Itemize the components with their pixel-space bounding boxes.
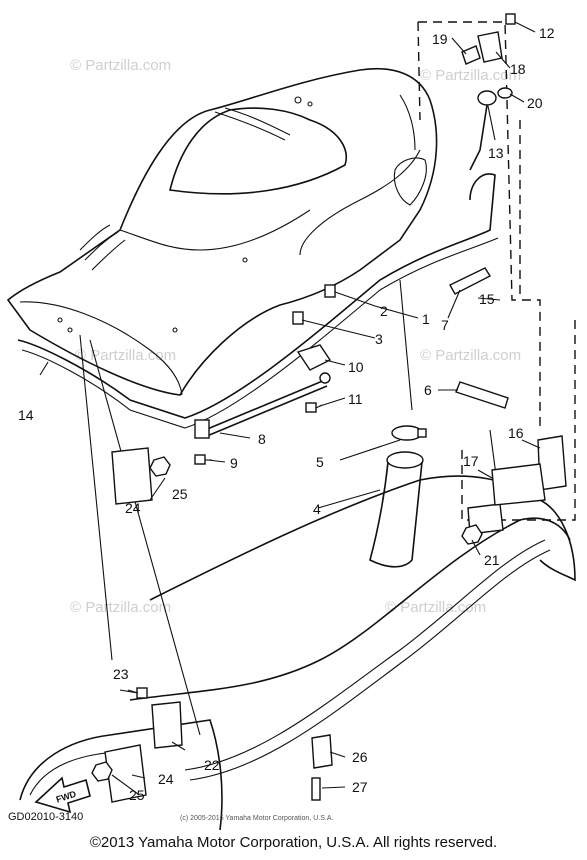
callout-3: 3 bbox=[375, 331, 383, 347]
callout-14: 14 bbox=[18, 407, 34, 423]
latch-plate-18 bbox=[477, 31, 503, 63]
callout-13: 13 bbox=[488, 145, 504, 161]
hull-stern bbox=[539, 499, 576, 582]
callout-9: 9 bbox=[230, 455, 238, 471]
callout-24: 24 bbox=[125, 500, 141, 516]
seat-assembly bbox=[6, 68, 438, 396]
watermark: © Partzilla.com bbox=[420, 347, 521, 364]
hull-bow-edge bbox=[29, 751, 116, 796]
hull-upper-deck bbox=[149, 475, 541, 601]
drawing-code: GD02010-3140 bbox=[8, 811, 83, 823]
callout-25: 25 bbox=[129, 787, 145, 803]
hull-bow bbox=[19, 719, 223, 831]
callout-5: 5 bbox=[316, 454, 324, 470]
callout-10: 10 bbox=[348, 359, 364, 375]
washer-20 bbox=[497, 87, 513, 99]
air-duct bbox=[369, 451, 424, 568]
nut-25-upper bbox=[149, 456, 171, 477]
hull-gunwale-trim bbox=[184, 539, 546, 771]
callout-2: 2 bbox=[380, 303, 388, 319]
callout-17: 17 bbox=[463, 453, 479, 469]
pad bbox=[455, 381, 509, 409]
watermark: © Partzilla.com bbox=[70, 599, 171, 616]
latch-bolt-12 bbox=[505, 13, 516, 25]
callout-1: 1 bbox=[422, 311, 430, 327]
callout-18: 18 bbox=[510, 61, 526, 77]
callout-21: 21 bbox=[484, 552, 500, 568]
callout-20: 20 bbox=[527, 95, 543, 111]
small-copyright: (c) 2005-2016 Yamaha Motor Corporation, … bbox=[180, 815, 333, 822]
callout-26: 26 bbox=[352, 749, 368, 765]
hinge-22 bbox=[151, 701, 183, 749]
callout-22: 22 bbox=[204, 757, 220, 773]
watermark: © Partzilla.com bbox=[70, 57, 171, 74]
callout-19: 19 bbox=[432, 31, 448, 47]
callout-11: 11 bbox=[348, 391, 363, 407]
fwd-arrow-icon: FWD bbox=[34, 776, 91, 814]
strap bbox=[449, 267, 491, 295]
guide-line bbox=[89, 339, 201, 736]
leader-lines bbox=[39, 21, 541, 795]
nut-25-lower bbox=[91, 761, 113, 782]
watermark: © Partzilla.com bbox=[385, 599, 486, 616]
watermark: © Partzilla.com bbox=[420, 67, 521, 84]
footer-copyright: ©2013 Yamaha Motor Corporation, U.S.A. A… bbox=[89, 834, 498, 851]
hook-13 bbox=[469, 90, 497, 171]
bolt-23 bbox=[119, 687, 148, 699]
grommet-2 bbox=[324, 284, 336, 298]
seat-bracket bbox=[194, 372, 331, 439]
callout-24: 24 bbox=[158, 771, 174, 787]
hull-gunwale bbox=[129, 517, 571, 701]
callout-23: 23 bbox=[113, 666, 129, 682]
callout-16: 16 bbox=[508, 425, 524, 441]
guide-line bbox=[399, 279, 413, 411]
mount-plate-24-upper bbox=[111, 447, 153, 505]
bolt-11 bbox=[305, 402, 323, 413]
nut-21 bbox=[461, 524, 483, 545]
callout-8: 8 bbox=[258, 431, 266, 447]
fwd-label: FWD bbox=[55, 789, 78, 805]
latch-bracket bbox=[491, 463, 546, 506]
watermark: © Partzilla.com bbox=[75, 347, 176, 364]
screw-27 bbox=[311, 777, 321, 801]
dashed-outline-seat-latch bbox=[417, 21, 541, 430]
mount-plate-24-lower bbox=[104, 744, 147, 803]
bolt-9 bbox=[194, 454, 212, 465]
guide-line bbox=[79, 334, 113, 661]
callout-4: 4 bbox=[313, 501, 321, 517]
callout-27: 27 bbox=[352, 779, 368, 795]
callout-25: 25 bbox=[172, 486, 188, 502]
duct-clamp bbox=[391, 425, 427, 441]
seat-frame-rail bbox=[17, 173, 496, 419]
latch-pin-19 bbox=[461, 45, 481, 65]
grommet-3 bbox=[292, 311, 304, 325]
callout-15: 15 bbox=[479, 291, 495, 307]
bracket-26 bbox=[311, 734, 333, 769]
callout-12: 12 bbox=[539, 25, 555, 41]
hinge-bracket bbox=[296, 344, 332, 371]
seat-frame-rail-inner bbox=[21, 237, 499, 429]
callout-6: 6 bbox=[424, 382, 432, 398]
hull-gunwale-trim bbox=[189, 549, 551, 781]
callout-7: 7 bbox=[441, 317, 449, 333]
